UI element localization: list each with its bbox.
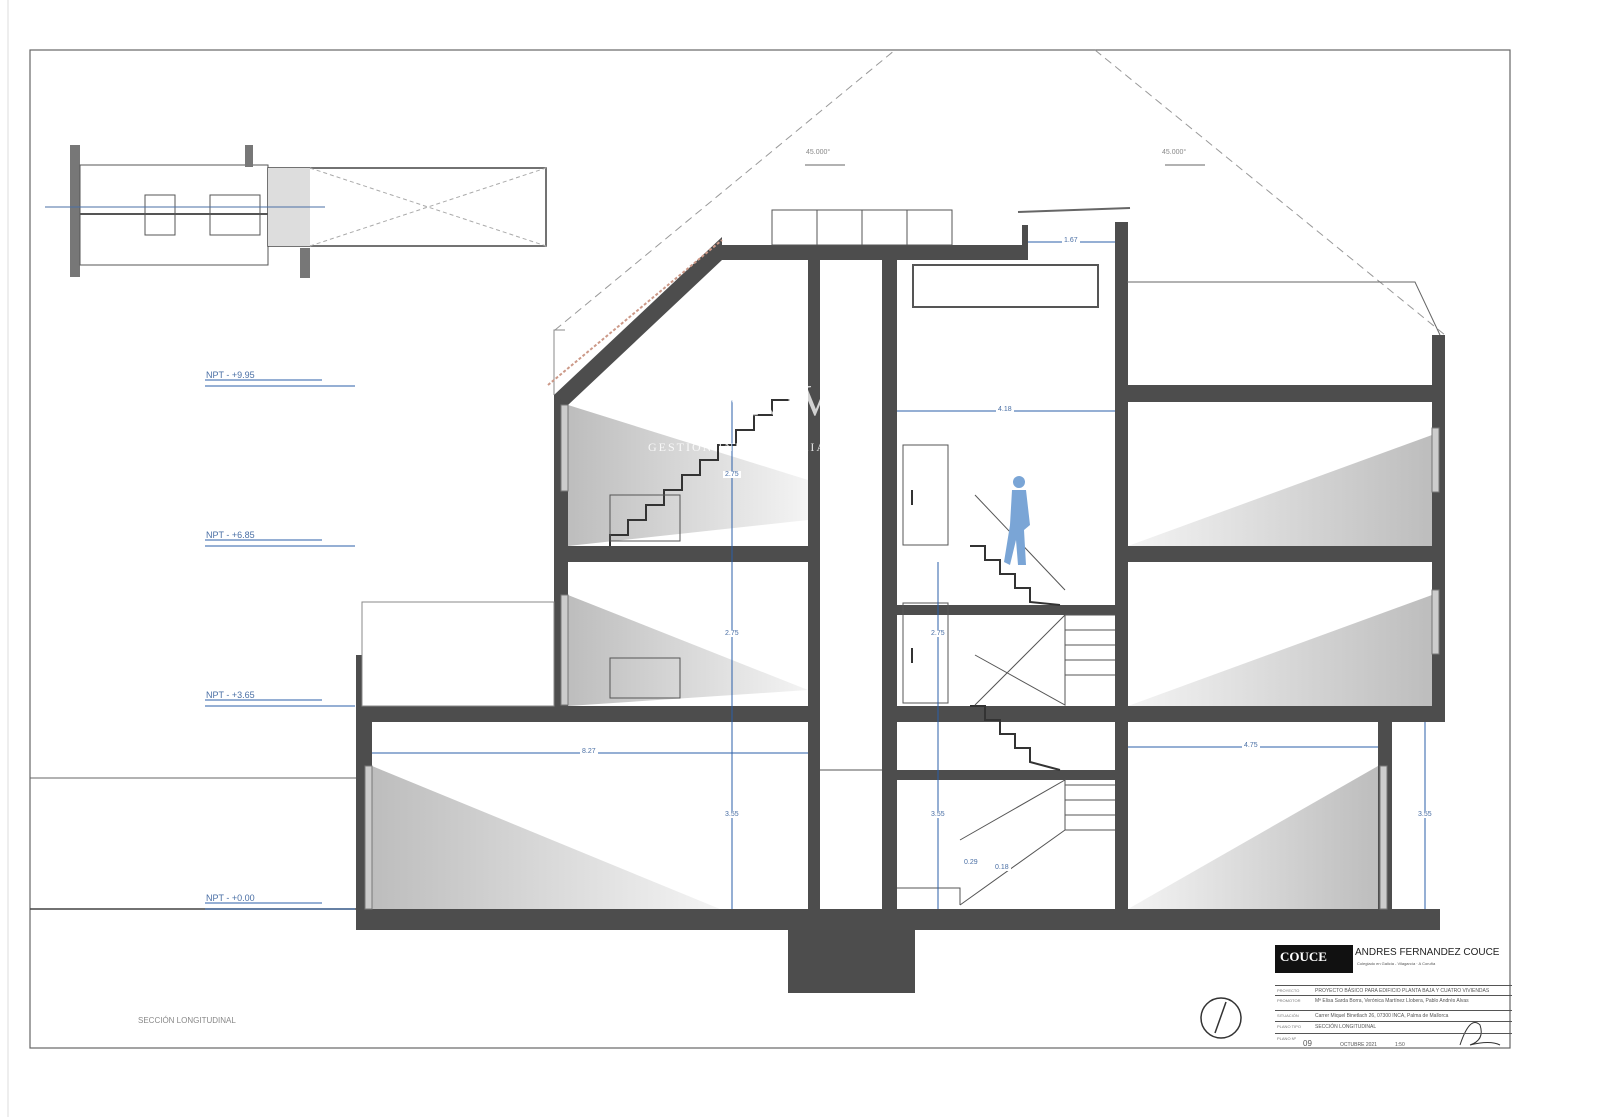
level-label: NPT - +6.85 [206, 530, 255, 540]
dimension-label: 3.55 [1416, 811, 1434, 818]
person-figure [1004, 476, 1030, 565]
drawing-caption: SECCIÓN LONGITUDINAL [138, 1016, 236, 1025]
key-plan [45, 145, 547, 278]
dimension-label: 2.75 [723, 471, 741, 478]
dimension-label: 4.75 [1242, 742, 1260, 749]
dimension-label: 4.18 [996, 406, 1014, 413]
architect-address: Colegiado en Galicia - Vilagarcía · A Co… [1357, 961, 1436, 966]
scale-value: 1:50 [1395, 1042, 1405, 1048]
sheet-label: PLANO Nº [1277, 1036, 1297, 1041]
firm-logo: COUCE [1275, 945, 1353, 973]
angle-label: 45.000° [1162, 149, 1187, 156]
architect-name: ANDRES FERNANDEZ COUCE [1355, 947, 1500, 958]
dimension-label: 0.29 [962, 859, 980, 866]
project-value: PROYECTO BÁSICO PARA EDIFICIO PLANTA BAJ… [1315, 988, 1490, 994]
north-arrow-icon [1200, 997, 1242, 1039]
structure [356, 222, 1445, 993]
dimension-label: 3.55 [929, 811, 947, 818]
plan-label: PLANO TIPO [1277, 1024, 1301, 1029]
signature [1459, 1022, 1501, 1046]
dimension-label: 1.67 [1062, 237, 1080, 244]
sheet-frame [29, 49, 1511, 1049]
title-block: COUCE ANDRES FERNANDEZ COUCE Colegiado e… [1275, 945, 1512, 1050]
watermark-tagline: GESTIÓN INMOBILIARIA [648, 440, 827, 454]
angle-label: 45.000° [806, 149, 831, 156]
dimension-label: 2.75 [723, 630, 741, 637]
watermark-brand: MOVY [720, 376, 871, 425]
project-label: PROYECTO [1277, 988, 1300, 993]
location-value: Carrer Miquel Binetlach 26, 07300 INCA, … [1315, 1013, 1449, 1019]
date-value: OCTUBRE 2021 [1340, 1042, 1377, 1048]
sheet-number: 09 [1303, 1039, 1312, 1048]
plan-value: SECCIÓN LONGITUDINAL [1315, 1024, 1377, 1030]
dimension-label: 2.75 [929, 630, 947, 637]
level-label: NPT - +3.65 [206, 690, 255, 700]
promoter-label: PROMOTOR [1277, 998, 1301, 1003]
promoter-value: Mª Elisa Sarda Borra, Verónica Martínez … [1315, 998, 1469, 1004]
location-label: SITUACIÓN [1277, 1013, 1299, 1018]
dimension-label: 8.27 [580, 748, 598, 755]
dimension-label: 3.55 [723, 811, 741, 818]
level-label: NPT - +0.00 [206, 893, 255, 903]
dimension-label: 0.18 [993, 864, 1011, 871]
level-label: NPT - +9.95 [206, 370, 255, 380]
